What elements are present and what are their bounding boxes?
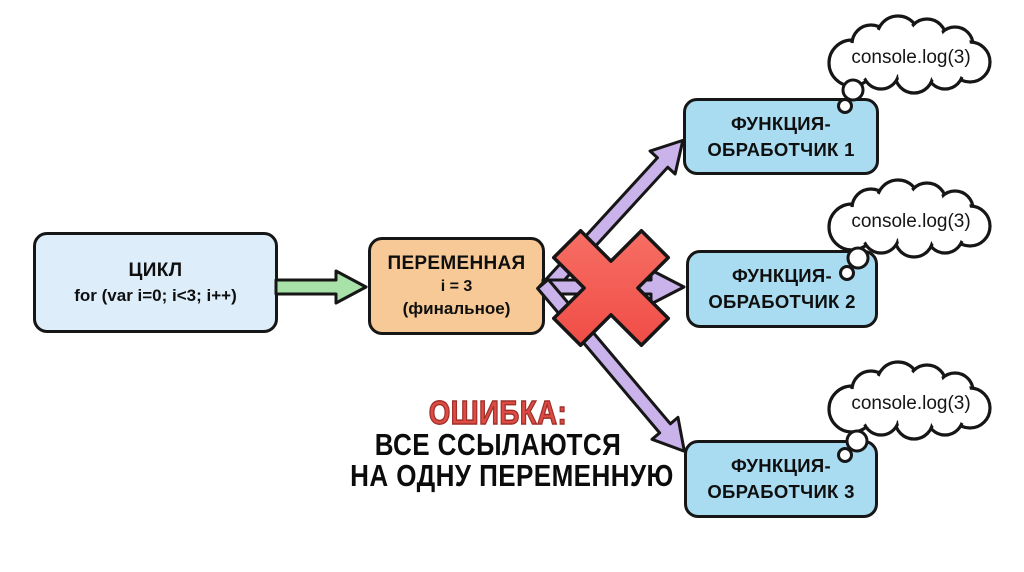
variable-box-value: i = 3	[440, 278, 473, 295]
handler-3-line1: ФУНКЦИЯ-	[731, 455, 831, 476]
handler-2-line1: ФУНКЦИЯ-	[732, 265, 832, 286]
variable-box: ПЕРЕМЕННАЯ i = 3 (финальное)	[368, 237, 545, 335]
handler-box-3: ФУНКЦИЯ- ОБРАБОТЧИК 3	[684, 440, 878, 518]
handler-3-line2: ОБРАБОТЧИК 3	[707, 481, 855, 502]
loop-box-title: ЦИКЛ	[128, 260, 183, 281]
variable-box-title: ПЕРЕМЕННАЯ	[387, 253, 526, 274]
error-line-1: ВСЕ ССЫЛАЮТСЯ	[374, 427, 622, 462]
handler-1-line1: ФУНКЦИЯ-	[731, 112, 831, 134]
error-line-2: НА ОДНУ ПЕРЕМЕННУЮ	[350, 458, 674, 493]
variable-box-note: (финальное)	[402, 299, 511, 318]
handler-box-2: ФУНКЦИЯ- ОБРАБОТЧИК 2	[686, 250, 878, 328]
handler-box-1: ФУНКЦИЯ- ОБРАБОТЧИК 1	[683, 98, 879, 175]
handler-1-line2: ОБРАБОТЧИК 1	[707, 138, 855, 160]
handler-2-line2: ОБРАБОТЧИК 2	[708, 291, 856, 312]
loop-box: ЦИКЛ for (var i=0; i<3; i++)	[33, 232, 278, 333]
error-label: ОШИБКА: ВСЕ ССЫЛАЮТСЯ НА ОДНУ ПЕРЕМЕННУЮ	[322, 394, 674, 493]
loop-box-code: for (var i=0; i<3; i++)	[74, 286, 237, 305]
error-heading: ОШИБКА:	[428, 394, 568, 431]
